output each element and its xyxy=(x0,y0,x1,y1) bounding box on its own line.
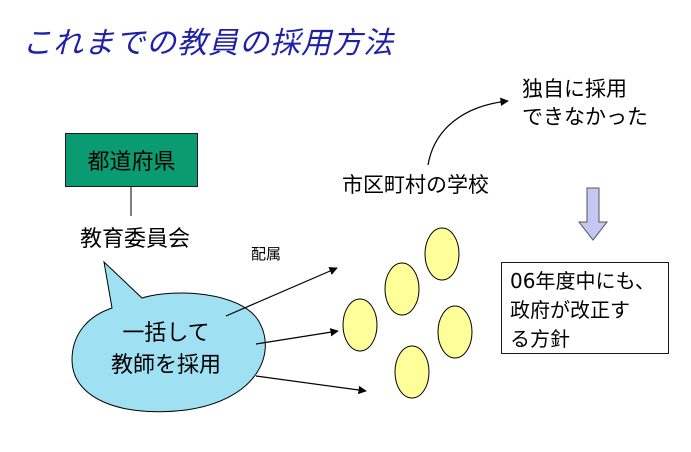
reform-note-line: る方針 xyxy=(510,327,570,351)
could-not-hire-line: 独自に採用 xyxy=(522,77,627,101)
speech-bubble-line: 一括して xyxy=(122,321,210,346)
school-oval xyxy=(342,298,378,352)
assignment-arrow-top xyxy=(225,267,338,317)
speech-bubble xyxy=(71,260,266,413)
reform-note-line: 06年度中にも、 xyxy=(510,269,655,293)
board-of-education-label: 教育委員会 xyxy=(80,227,191,252)
school-oval xyxy=(384,262,420,316)
school-oval xyxy=(437,305,473,359)
prefecture-box: 都道府県 xyxy=(65,133,198,187)
reform-note-box: 06年度中にも、 政府が改正す る方針 xyxy=(501,262,669,354)
assignment-arrow-middle xyxy=(255,328,339,345)
prefecture-label: 都道府県 xyxy=(87,150,176,175)
could-not-hire-label: 独自に採用 できなかった xyxy=(522,75,648,131)
assignment-label: 配属 xyxy=(251,245,282,263)
page-title: これまでの教員の採用方法 xyxy=(22,26,394,61)
municipal-schools-label: 市区町村の学校 xyxy=(342,173,489,197)
curved-arrow xyxy=(427,97,509,166)
assignment-arrow-bottom xyxy=(255,375,367,395)
down-arrow-icon xyxy=(577,187,609,241)
reform-note-line: 政府が改正す xyxy=(510,298,630,322)
could-not-hire-line: できなかった xyxy=(522,105,648,129)
school-oval xyxy=(424,227,460,281)
school-oval xyxy=(394,345,430,399)
speech-bubble-line: 教師を採用 xyxy=(110,353,221,378)
speech-bubble-text: 一括して 教師を採用 xyxy=(78,318,254,382)
